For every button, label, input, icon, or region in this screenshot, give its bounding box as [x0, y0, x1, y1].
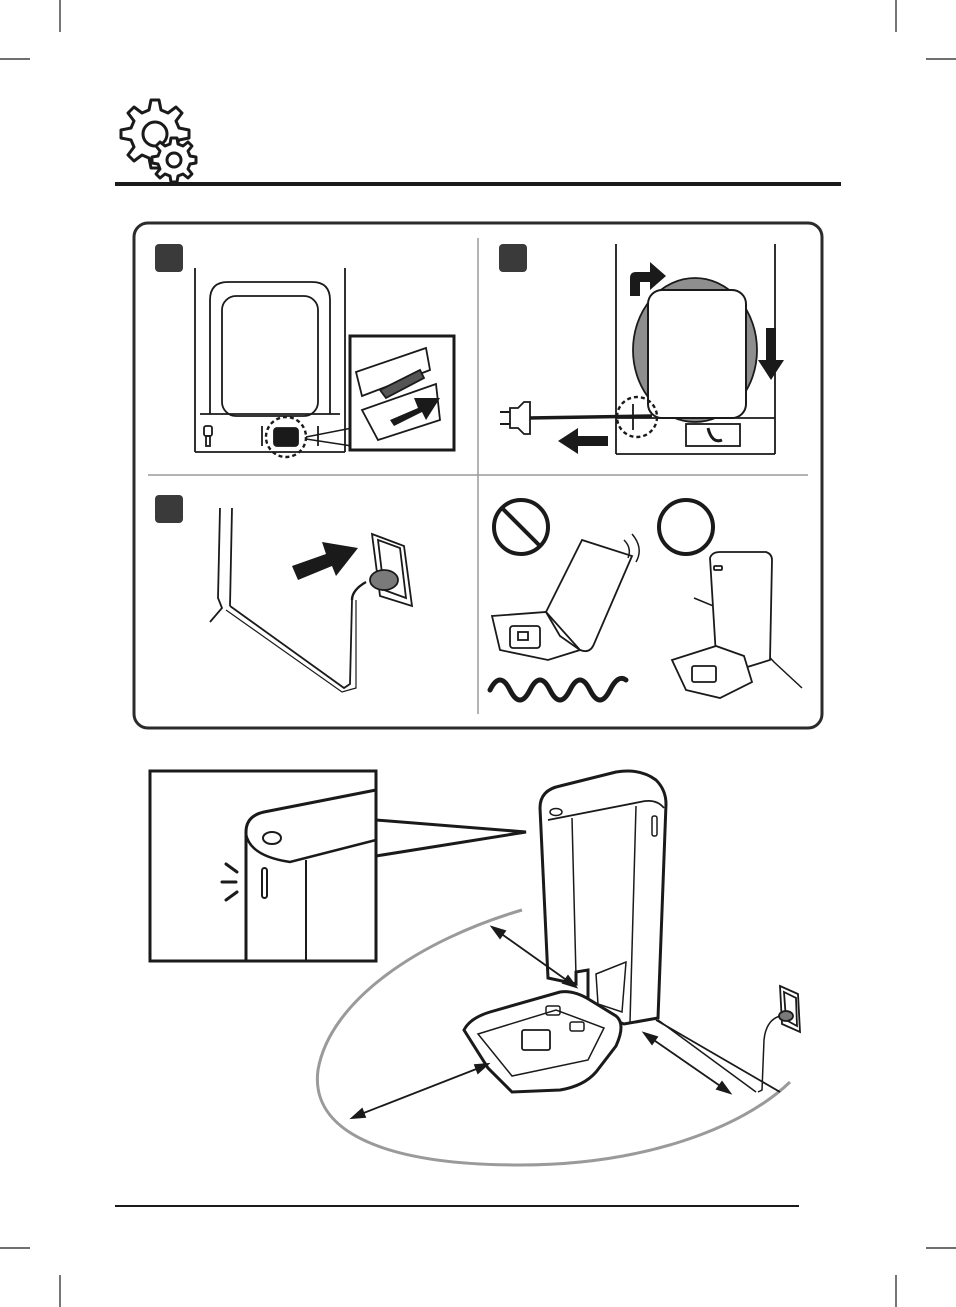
indicator-inset — [150, 771, 376, 961]
footer-rule — [115, 1205, 799, 1207]
wall-outlet-icon — [658, 986, 800, 1092]
